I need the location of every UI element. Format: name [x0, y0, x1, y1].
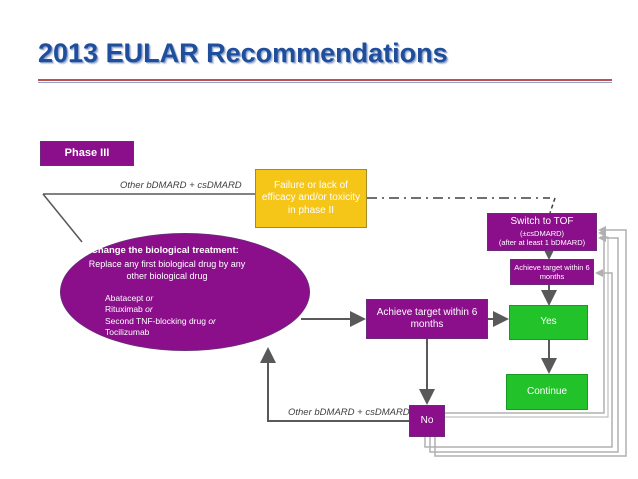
line-left-diagonal — [42, 193, 83, 243]
failure-box: Failure or lack of efficacy and/or toxic… — [255, 169, 367, 228]
ellipse-subtext: Replace any first biological drug by any… — [88, 259, 246, 281]
no-box: No — [409, 405, 445, 437]
yes-box: Yes — [509, 305, 588, 340]
continue-box: Continue — [506, 374, 588, 410]
title-rule-red — [38, 79, 612, 81]
switch-tof-box: Switch to TOF (±csDMARD) (after at least… — [487, 213, 597, 251]
edge-label-top: Other bDMARD + csDMARD — [120, 180, 242, 191]
edge-label-bottom: Other bDMARD + csDMARD — [288, 407, 410, 418]
feedback-bottom-3 — [434, 226, 627, 457]
drug-item: Tocilizumab — [105, 327, 150, 338]
arrow-no-to-ellipse — [260, 347, 409, 422]
change-biological-ellipse: Change the biological treatment: Replace… — [60, 233, 310, 351]
switch-tof-line3: (after at least 1 bDMARD) — [498, 238, 586, 248]
phase-label-box: Phase III — [40, 141, 134, 166]
drug-list: Abatacept or Rituximab or Second TNF-blo… — [105, 293, 216, 339]
switch-tof-line2: (±csDMARD) — [519, 228, 565, 238]
feedback-bottom-1 — [424, 269, 613, 448]
switch-tof-title: Switch to TOF — [510, 216, 574, 228]
feedback-bottom-2 — [429, 234, 619, 453]
slide-title: 2013 EULAR Recommendations — [38, 38, 448, 68]
achieve-target-main-box: Achieve target within 6 months — [366, 299, 488, 339]
drug-item: Rituximab or — [105, 304, 153, 315]
dashdot-down — [549, 197, 556, 214]
ellipse-heading: Change the biological treatment: — [91, 245, 239, 256]
achieve-target-small-box: Achieve target within 6 months — [510, 259, 594, 285]
drug-item: Abatacept or — [105, 293, 154, 303]
title-rule-blue — [38, 82, 612, 83]
drug-item: Second TNF-blocking drug or — [105, 315, 216, 326]
